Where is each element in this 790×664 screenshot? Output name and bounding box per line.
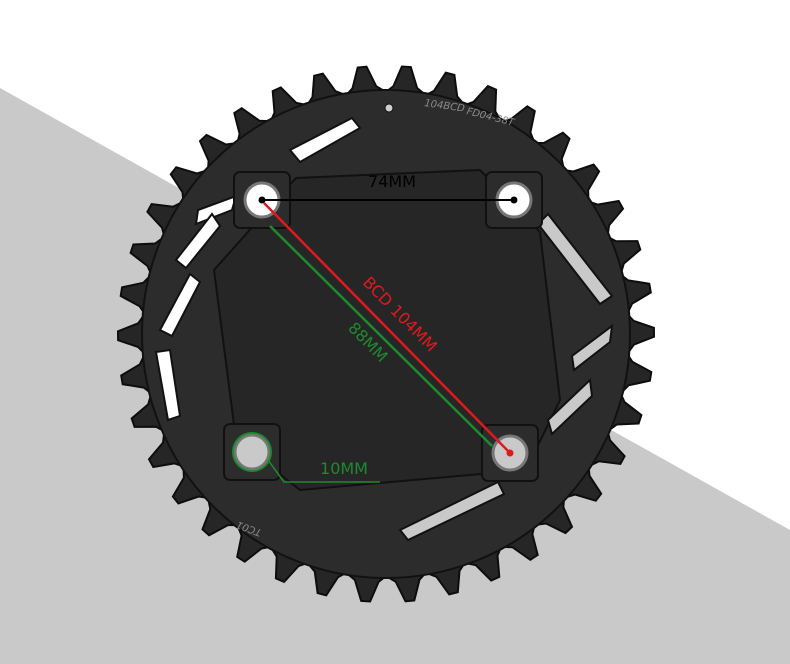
dim-dot-left [258,196,266,204]
dim-circle-hole [232,432,272,472]
cutout-slot [288,116,362,164]
cutout-slot [158,272,202,338]
label-10mm: 10MM [320,459,368,478]
dim-line-bcd [263,202,511,454]
dim-dot-bcd [506,449,514,457]
cutout-slot [174,212,222,270]
bolt-hole [233,433,271,471]
cutout-slot [154,348,182,422]
dim-line-88 [269,225,493,447]
cutout-slot [194,194,238,226]
dim-leader-hole [267,459,380,483]
cutout-slot [546,377,594,436]
cutout-slot [398,480,506,542]
pin-hole [384,103,394,113]
label-74mm: 74MM [368,172,416,191]
chainring-cutouts [154,116,614,542]
dim-dot-right [510,196,518,204]
cutout-slot [570,323,614,372]
